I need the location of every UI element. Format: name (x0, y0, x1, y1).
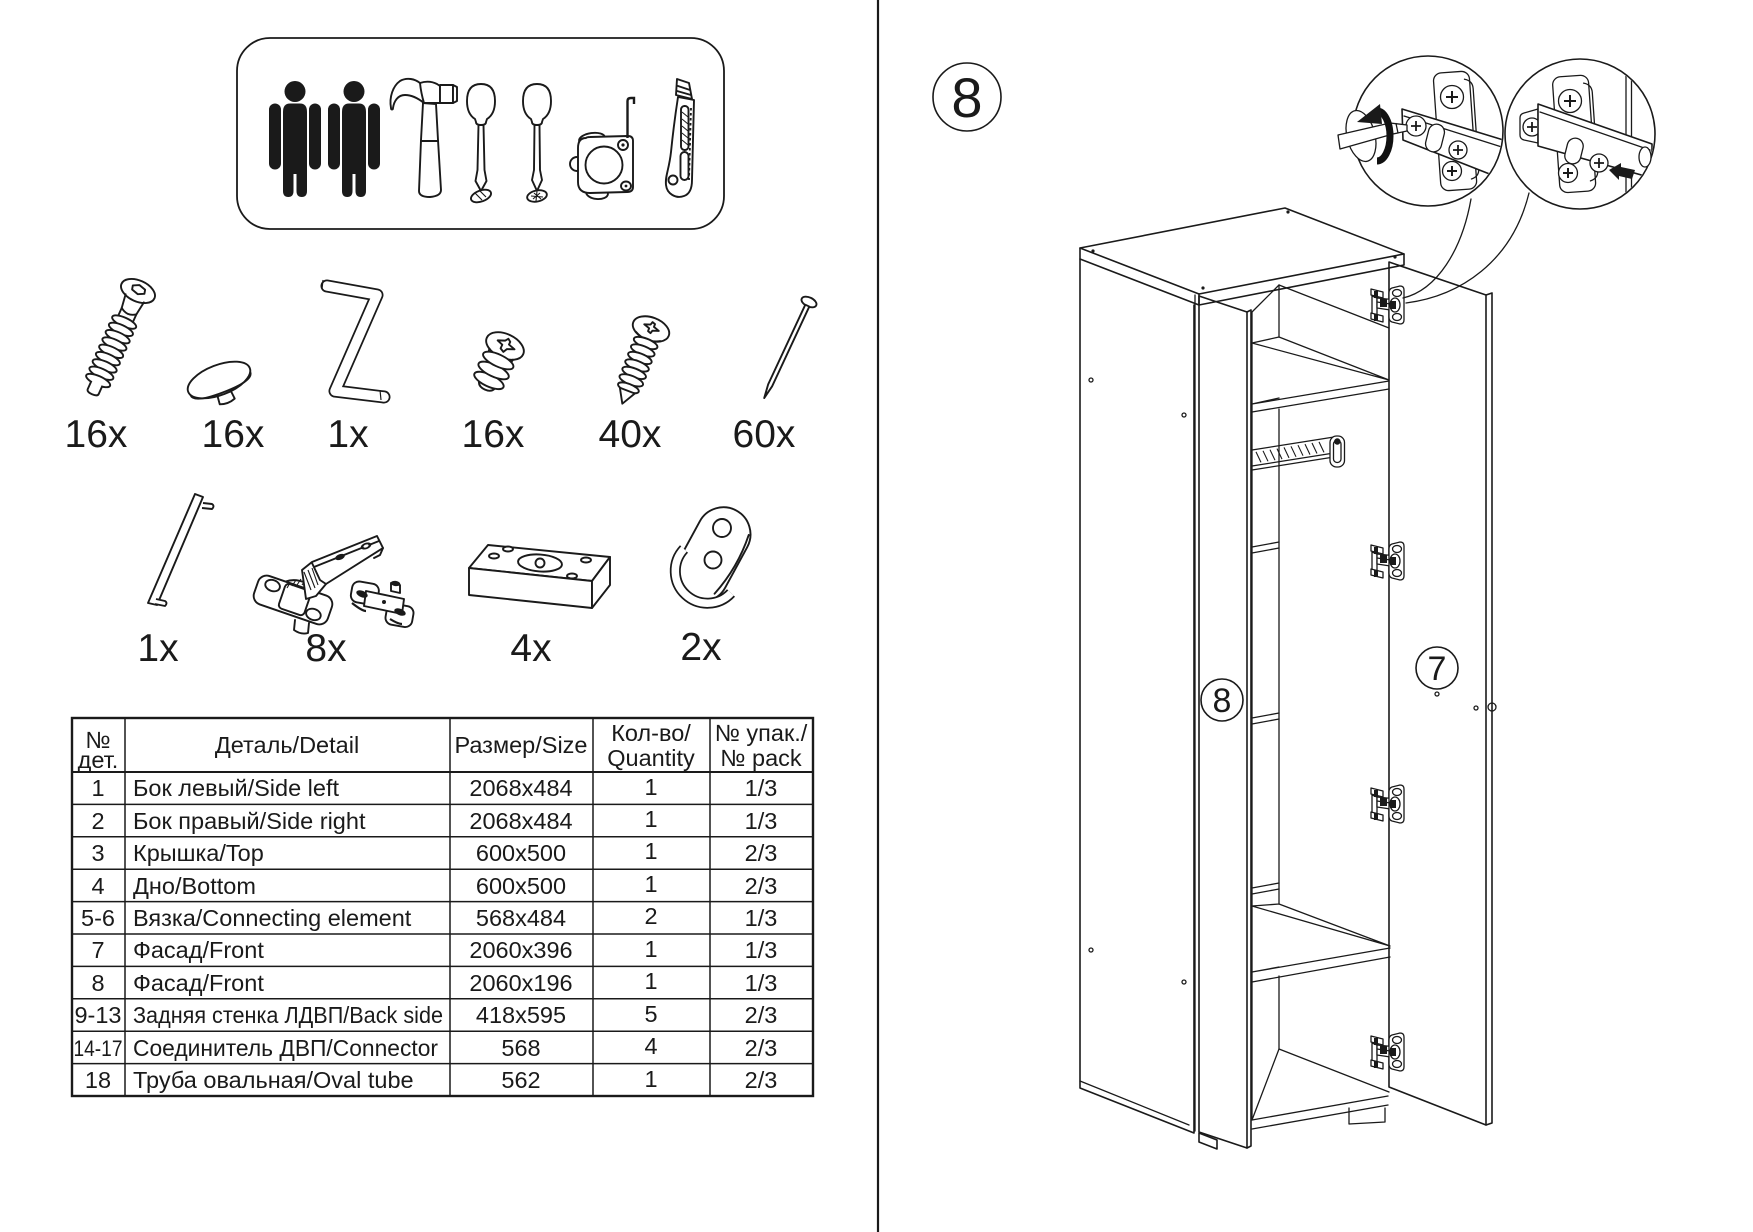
svg-text:1x: 1x (327, 413, 369, 456)
svg-text:18: 18 (85, 1067, 111, 1093)
svg-text:2068x484: 2068x484 (469, 775, 572, 801)
svg-text:1/3: 1/3 (745, 937, 778, 963)
svg-text:7: 7 (91, 937, 104, 963)
svg-text:Кол-во/: Кол-во/ (611, 720, 691, 746)
svg-text:1/3: 1/3 (745, 970, 778, 996)
svg-text:№ pack: № pack (720, 745, 802, 771)
svg-text:дет.: дет. (78, 747, 119, 773)
svg-text:№ упак./: № упак./ (715, 720, 808, 746)
svg-text:Задняя стенка ЛДВП/Back side: Задняя стенка ЛДВП/Back side (133, 1002, 443, 1028)
svg-text:1x: 1x (137, 627, 179, 670)
svg-text:8x: 8x (305, 627, 347, 670)
svg-text:2: 2 (91, 808, 104, 834)
svg-text:1/3: 1/3 (745, 905, 778, 931)
svg-text:1: 1 (644, 774, 657, 800)
svg-text:Крышка/Top: Крышка/Top (133, 840, 264, 866)
svg-text:1: 1 (644, 838, 657, 864)
svg-text:4: 4 (644, 1033, 657, 1059)
svg-text:7: 7 (1428, 650, 1447, 688)
svg-text:Размер/Size: Размер/Size (454, 732, 587, 758)
svg-text:2x: 2x (680, 626, 722, 669)
svg-text:8: 8 (951, 66, 982, 129)
svg-text:8: 8 (1213, 682, 1232, 720)
svg-text:2/3: 2/3 (745, 1035, 778, 1061)
svg-text:№: № (85, 727, 110, 753)
svg-text:1: 1 (644, 806, 657, 832)
svg-text:16x: 16x (202, 413, 265, 456)
svg-text:1: 1 (91, 775, 104, 801)
svg-text:1/3: 1/3 (745, 808, 778, 834)
svg-text:60x: 60x (733, 413, 796, 456)
svg-text:Фасад/Front: Фасад/Front (133, 970, 264, 996)
svg-text:5-6: 5-6 (81, 905, 115, 931)
svg-text:1: 1 (644, 968, 657, 994)
svg-text:2: 2 (644, 903, 657, 929)
svg-text:Вязка/Connecting element: Вязка/Connecting element (133, 905, 412, 931)
svg-text:Quantity: Quantity (607, 745, 695, 771)
svg-text:562: 562 (501, 1067, 540, 1093)
svg-text:16x: 16x (65, 413, 128, 456)
svg-text:1: 1 (644, 1066, 657, 1092)
svg-text:1/3: 1/3 (745, 775, 778, 801)
svg-text:Труба овальная/Oval tube: Труба овальная/Oval tube (133, 1067, 414, 1093)
svg-text:2/3: 2/3 (745, 873, 778, 899)
svg-text:2068x484: 2068x484 (469, 808, 572, 834)
svg-text:40x: 40x (599, 413, 662, 456)
svg-text:568x484: 568x484 (476, 905, 566, 931)
svg-text:Бок левый/Side left: Бок левый/Side left (133, 775, 339, 801)
svg-text:2060x196: 2060x196 (469, 970, 572, 996)
svg-text:5: 5 (644, 1001, 657, 1027)
svg-text:2060x396: 2060x396 (469, 937, 572, 963)
svg-text:568: 568 (501, 1035, 540, 1061)
svg-text:Соединитель ДВП/Connector: Соединитель ДВП/Connector (133, 1035, 438, 1061)
svg-text:Фасад/Front: Фасад/Front (133, 937, 264, 963)
svg-text:4x: 4x (510, 627, 552, 670)
svg-text:2/3: 2/3 (745, 840, 778, 866)
svg-text:Дно/Bottom: Дно/Bottom (133, 873, 256, 899)
svg-text:9-13: 9-13 (74, 1002, 121, 1028)
svg-text:418x595: 418x595 (476, 1002, 566, 1028)
svg-text:16x: 16x (462, 413, 525, 456)
svg-text:3: 3 (91, 840, 104, 866)
svg-text:600x500: 600x500 (476, 840, 566, 866)
svg-text:Деталь/Detail: Деталь/Detail (215, 732, 359, 758)
svg-text:1: 1 (644, 871, 657, 897)
svg-text:2/3: 2/3 (745, 1067, 778, 1093)
svg-text:8: 8 (91, 970, 104, 996)
svg-text:1: 1 (644, 936, 657, 962)
svg-text:4: 4 (91, 873, 104, 899)
svg-text:2/3: 2/3 (745, 1002, 778, 1028)
svg-text:14-17: 14-17 (74, 1036, 123, 1061)
svg-text:Бок правый/Side right: Бок правый/Side right (133, 808, 366, 834)
svg-text:600x500: 600x500 (476, 873, 566, 899)
